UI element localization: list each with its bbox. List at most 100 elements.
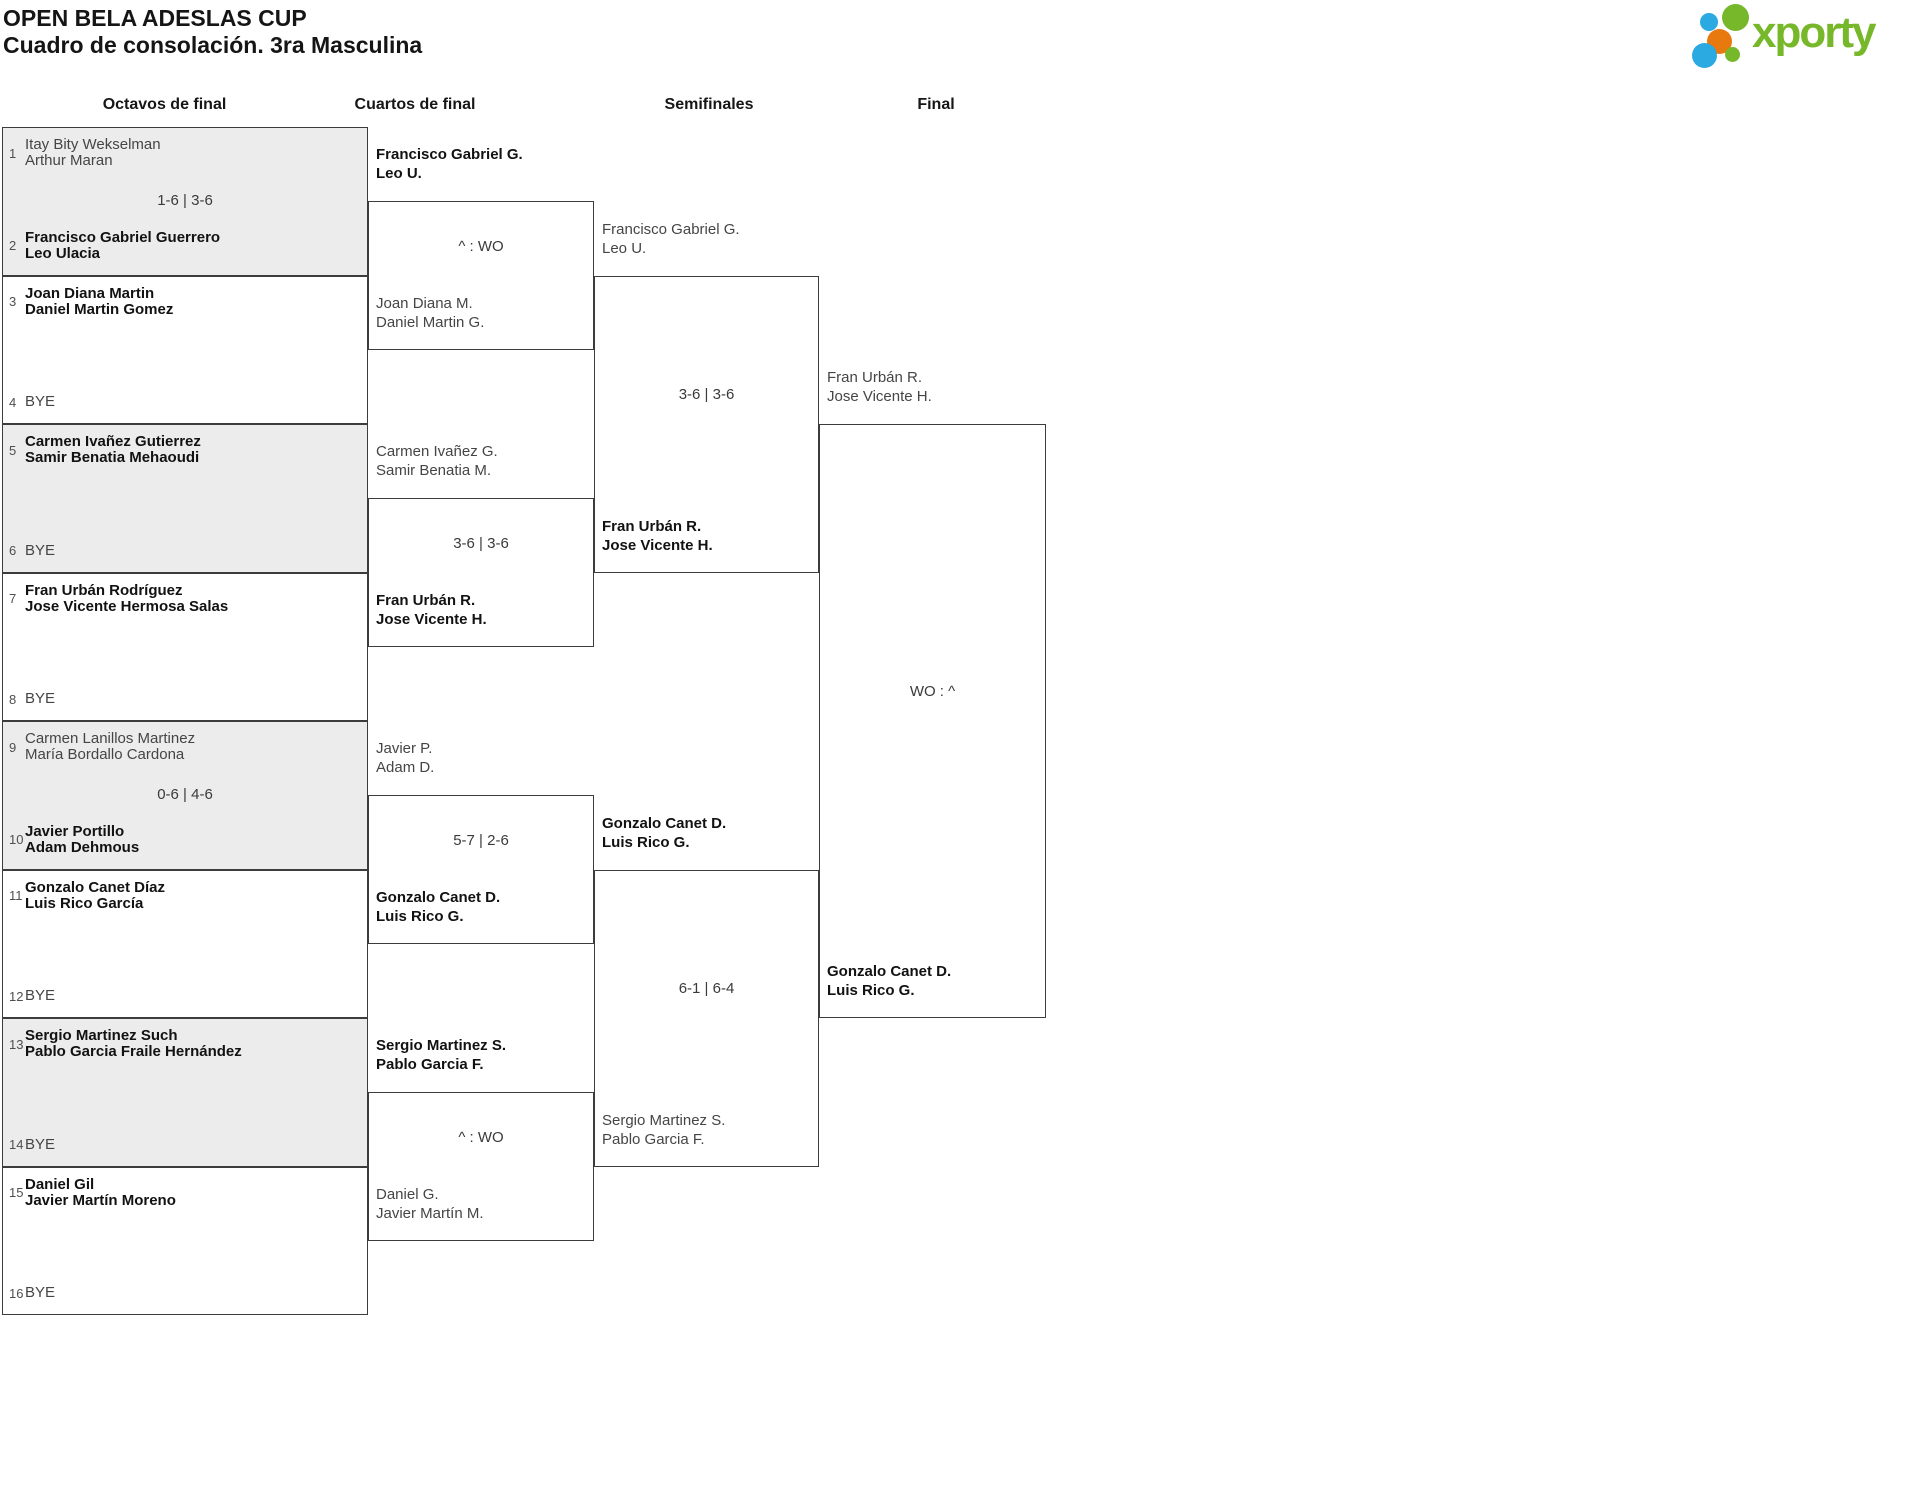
seed-number: 4	[9, 394, 17, 410]
qf-match-3-box	[368, 795, 594, 944]
seed-number: 5	[9, 442, 17, 458]
player-name: Javier Martín Moreno	[25, 1191, 176, 1209]
qf2-score: 3-6 | 3-6	[453, 534, 509, 552]
player-name: Jose Vicente H.	[602, 536, 713, 554]
team-entry: 9 Carmen Lanillos Martinez María Bordall…	[9, 731, 359, 763]
player-name: Pablo Garcia Fraile Hernández	[25, 1043, 242, 1060]
player-name: Luis Rico G.	[827, 982, 915, 999]
player-name: Pablo Garcia F.	[376, 1056, 484, 1074]
qf2-team2-label: Fran Urbán R. Jose Vicente H.	[376, 591, 588, 629]
match-score: 0-6 | 4-6	[157, 786, 213, 804]
player-name: Fran Urbán R.	[376, 591, 476, 609]
team-names: Joan Diana Martin Daniel Martin Gomez	[25, 284, 174, 318]
player-name: Adam Dehmous	[25, 838, 140, 856]
team-entry: 12 BYE	[9, 988, 359, 1004]
player-name: Joan Diana Martin	[25, 284, 155, 302]
player-name: Gonzalo Canet D.	[827, 963, 952, 980]
team-entry: 2 Francisco Gabriel Guerrero Leo Ulacia	[9, 229, 359, 262]
qf-match-2-box	[368, 498, 594, 647]
team-names: Carmen Ivañez Gutierrez Samir Benatia Me…	[25, 434, 201, 466]
qf4-team1-label: Sergio Martinez S. Pablo Garcia F.	[376, 1036, 588, 1074]
player-name: Javier P.	[376, 740, 433, 758]
seed-number: 6	[9, 543, 17, 558]
player-name: Adam D.	[376, 759, 435, 777]
player-name: Leo U.	[602, 239, 647, 257]
team-names: Javier Portillo Adam Dehmous	[25, 822, 140, 856]
r16-match-7: 13 Sergio Martinez Such Pablo Garcia Fra…	[2, 1018, 368, 1167]
final-team1-label: Fran Urbán R. Jose Vicente H.	[827, 368, 1039, 406]
qf1-team2-label: Joan Diana M. Daniel Martin G.	[376, 294, 588, 332]
logo-wordmark: xporty	[1752, 8, 1876, 57]
r16-match-4: 7 Fran Urbán Rodríguez Jose Vicente Herm…	[2, 572, 368, 721]
qf1-team1-label: Francisco Gabriel G. Leo U.	[376, 145, 588, 183]
team-entry: 15 Daniel Gil Javier Martín Moreno	[9, 1175, 359, 1209]
player-name: Leo U.	[376, 165, 422, 183]
qf-match-4-box	[368, 1092, 594, 1241]
player-name: Fran Urbán Rodríguez	[25, 581, 183, 599]
qf3-team1-label: Javier P. Adam D.	[376, 739, 588, 777]
player-name: Samir Benatia M.	[376, 462, 492, 480]
player-name: Sergio Martinez Such	[25, 1027, 178, 1044]
round-header-final: Final	[917, 96, 955, 113]
seed-number: 12	[9, 988, 24, 1004]
round-header-octavos: Octavos de final	[102, 96, 227, 113]
seed-number: 9	[9, 739, 17, 755]
r16-match-8: 15 Daniel Gil Javier Martín Moreno 16 BY…	[2, 1166, 368, 1315]
player-name: Francisco Gabriel G.	[376, 146, 523, 164]
team-names: Itay Bity Wekselman Arthur Maran	[25, 137, 161, 169]
bye-label: BYE	[25, 541, 56, 559]
round-header-cuartos: Cuartos de final	[354, 96, 476, 113]
player-name: Carmen Ivañez Gutierrez	[25, 433, 201, 450]
player-name: Francisco Gabriel G.	[602, 220, 740, 238]
qf3-team2-label: Gonzalo Canet D. Luis Rico G.	[376, 888, 588, 926]
player-name: Javier Portillo	[25, 822, 125, 840]
logo-dot-green-small	[1724, 46, 1740, 62]
team-entry: 1 Itay Bity Wekselman Arthur Maran	[9, 137, 359, 169]
sf1-team1-label: Francisco Gabriel G. Leo U.	[602, 220, 814, 258]
player-name: Joan Diana M.	[376, 294, 473, 312]
team-entry: 10 Javier Portillo Adam Dehmous	[9, 822, 359, 856]
logo-dot-blue-small	[1700, 13, 1718, 31]
bracket-subtitle: Cuadro de consolación. 3ra Masculina	[3, 32, 423, 58]
tournament-title: OPEN BELA ADESLAS CUP	[3, 5, 307, 31]
player-name: Fran Urbán R.	[827, 369, 923, 386]
team-names: BYE	[25, 1285, 55, 1301]
player-name: Jose Vicente H.	[827, 388, 932, 405]
r16-match-5: 9 Carmen Lanillos Martinez María Bordall…	[2, 721, 368, 870]
player-name: Daniel G.	[376, 1185, 439, 1203]
player-name: María Bordallo Cardona	[25, 746, 185, 763]
qf1-score: ^ : WO	[458, 237, 504, 255]
seed-number: 1	[9, 145, 17, 161]
xporty-logo: xporty	[1688, 2, 1920, 74]
team-names: BYE	[25, 1136, 55, 1153]
player-name: Gonzalo Canet Díaz	[25, 878, 166, 896]
r16-match-3: 5 Carmen Ivañez Gutierrez Samir Benatia …	[2, 424, 368, 573]
team-entry: 14 BYE	[9, 1136, 359, 1153]
team-names: Fran Urbán Rodríguez Jose Vicente Hermos…	[25, 581, 228, 615]
sf-match-2-box	[594, 869, 819, 1167]
team-entry: 8 BYE	[9, 691, 359, 707]
team-names: BYE	[25, 394, 55, 410]
player-name: Luis Rico G.	[602, 833, 690, 851]
team-names: Francisco Gabriel Guerrero Leo Ulacia	[25, 229, 220, 262]
sf2-score: 6-1 | 6-4	[678, 980, 735, 997]
round-header-semifinales: Semifinales	[664, 96, 754, 113]
bye-label: BYE	[25, 393, 56, 410]
player-name: Pablo Garcia F.	[602, 1130, 705, 1148]
bye-label: BYE	[25, 1284, 56, 1301]
player-name: Arthur Maran	[25, 152, 113, 169]
qf4-team2-label: Daniel G. Javier Martín M.	[376, 1185, 588, 1223]
sf2-team1-label: Gonzalo Canet D. Luis Rico G.	[602, 814, 814, 852]
team-names: Carmen Lanillos Martinez María Bordallo …	[25, 731, 195, 763]
team-entry: 4 BYE	[9, 394, 359, 410]
player-name: Daniel Martin Gomez	[25, 300, 174, 318]
qf2-team1-label: Carmen Ivañez G. Samir Benatia M.	[376, 442, 588, 480]
sf-match-1-box	[594, 275, 819, 573]
logo-dot-blue-large	[1691, 42, 1717, 68]
logo-dot-green-large	[1721, 3, 1749, 31]
player-name: Daniel Martin G.	[376, 313, 485, 331]
player-name: Daniel Gil	[25, 1175, 95, 1193]
seed-number: 10	[9, 832, 24, 847]
team-entry: 11 Gonzalo Canet Díaz Luis Rico García	[9, 878, 359, 912]
team-entry: 3 Joan Diana Martin Daniel Martin Gomez	[9, 284, 359, 318]
